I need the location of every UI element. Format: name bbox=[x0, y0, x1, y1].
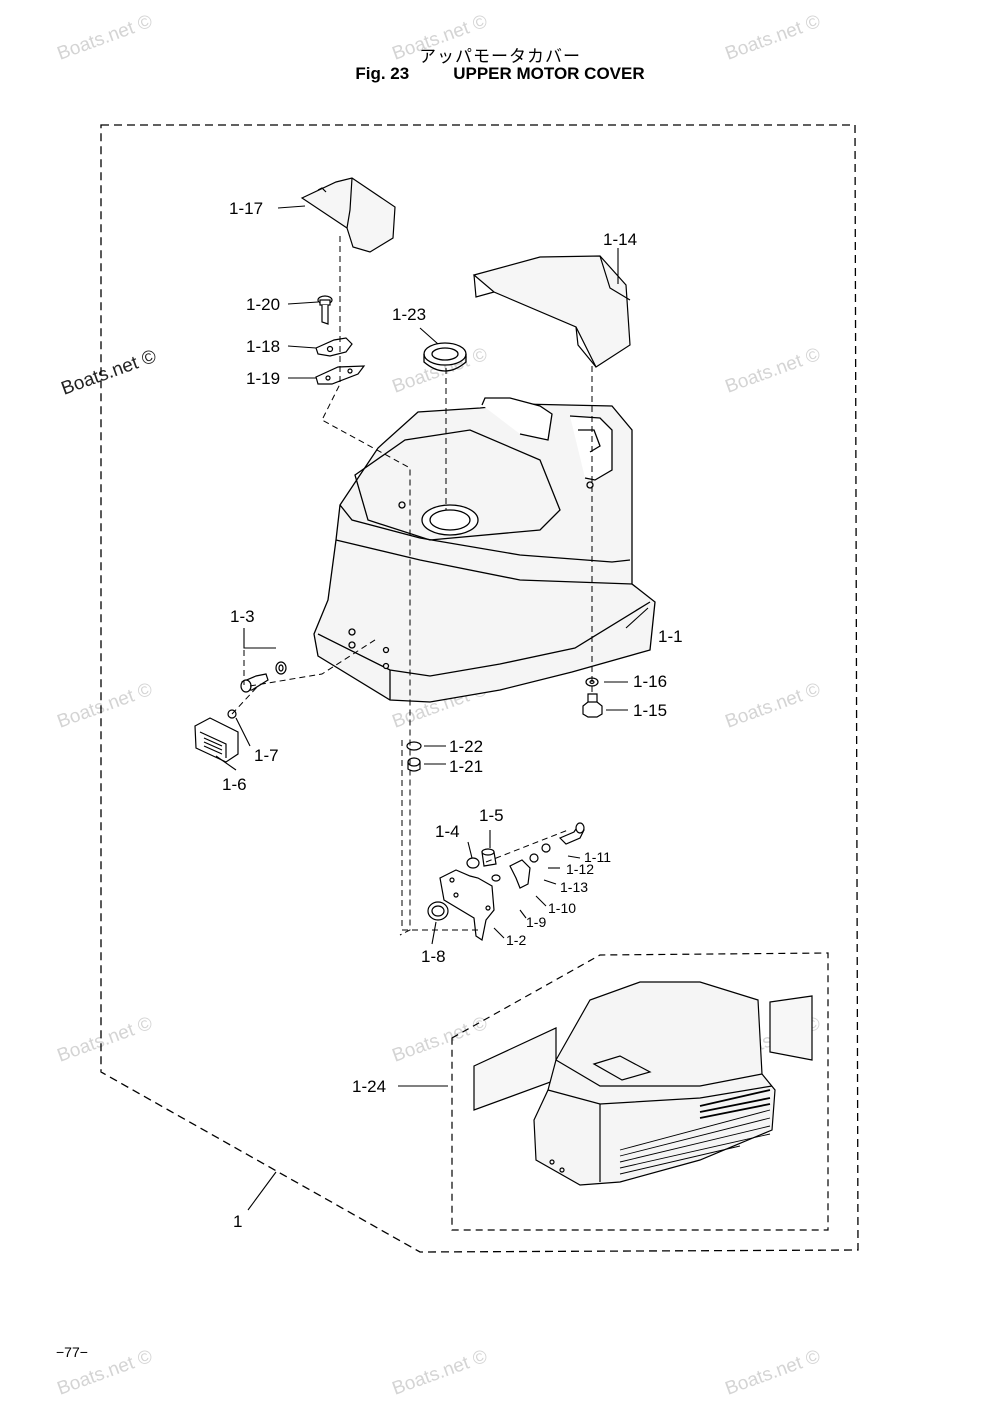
watermark: Boats.net © bbox=[390, 11, 491, 65]
label-1-1: 1-1 bbox=[658, 627, 683, 646]
part-1-11-screw bbox=[558, 822, 585, 845]
watermark: Boats.net © bbox=[723, 11, 824, 65]
label-1-24: 1-24 bbox=[352, 1077, 386, 1096]
watermark: Boats.net © bbox=[55, 11, 156, 65]
part-1-17-cap bbox=[300, 177, 396, 253]
part-labels: 1-17 1-14 1-20 1-23 1-18 1-19 1-3 1-1 1-… bbox=[222, 199, 683, 1231]
label-1-7: 1-7 bbox=[254, 746, 279, 765]
watermark: Boats.net © bbox=[390, 1346, 491, 1400]
watermark: Boats.net © bbox=[723, 1346, 824, 1400]
label-1-18: 1-18 bbox=[246, 337, 280, 356]
label-1-22: 1-22 bbox=[449, 737, 483, 756]
part-1-3-screw bbox=[240, 661, 287, 693]
figure-number: Fig. 23 bbox=[355, 64, 410, 83]
watermarks: Boats.net © Boats.net © Boats.net © Boat… bbox=[55, 11, 824, 1400]
part-1-20-screw bbox=[317, 295, 333, 325]
watermark: Boats.net © bbox=[723, 344, 824, 398]
part-1-6-handle bbox=[194, 717, 239, 763]
figure-title-text: UPPER MOTOR COVER bbox=[453, 64, 645, 83]
part-1-23-grommet bbox=[423, 342, 467, 372]
label-1-16: 1-16 bbox=[633, 672, 667, 691]
label-1-14: 1-14 bbox=[603, 230, 637, 249]
part-1-10-hook bbox=[509, 859, 531, 889]
part-1-4-washer bbox=[466, 857, 480, 869]
part-1-9-washer bbox=[491, 874, 501, 882]
label-1-13: 1-13 bbox=[560, 879, 588, 895]
assembly-lines bbox=[231, 236, 593, 936]
part-1-15-bolt bbox=[582, 693, 603, 718]
part-1-2-latch-plate bbox=[439, 869, 495, 941]
leader-lines bbox=[215, 205, 649, 1211]
part-1-5-collar bbox=[481, 848, 497, 867]
watermark: Boats.net © bbox=[390, 1013, 491, 1067]
part-1-1-main-cover bbox=[313, 397, 656, 703]
label-1-15: 1-15 bbox=[633, 701, 667, 720]
label-1-2: 1-2 bbox=[506, 932, 526, 948]
label-1-12: 1-12 bbox=[566, 861, 594, 877]
part-1-12-1-13-washers bbox=[529, 843, 551, 863]
label-1-8: 1-8 bbox=[421, 947, 446, 966]
label-1: 1 bbox=[233, 1212, 242, 1231]
label-1-20: 1-20 bbox=[246, 295, 280, 314]
part-1-18-clip bbox=[315, 337, 353, 357]
part-1-14-cover bbox=[472, 255, 631, 368]
page-number: −77− bbox=[56, 1344, 88, 1360]
part-1-8-seal bbox=[427, 901, 449, 921]
label-1-21: 1-21 bbox=[449, 757, 483, 776]
label-1-10: 1-10 bbox=[548, 900, 576, 916]
watermark: Boats.net © bbox=[723, 679, 824, 733]
figure-title: Fig. 23 UPPER MOTOR COVER bbox=[0, 64, 1000, 84]
decal-cover-illustration bbox=[533, 981, 776, 1186]
part-1-24-decal-set bbox=[451, 952, 829, 1231]
watermark: Boats.net © bbox=[59, 346, 160, 400]
label-1-19: 1-19 bbox=[246, 369, 280, 388]
assembly-boundary bbox=[100, 124, 859, 1253]
label-1-6: 1-6 bbox=[222, 775, 247, 794]
watermark: Boats.net © bbox=[55, 679, 156, 733]
watermark: Boats.net © bbox=[55, 1013, 156, 1067]
label-1-4: 1-4 bbox=[435, 822, 460, 841]
part-1-19-plate bbox=[315, 365, 366, 385]
label-1-17: 1-17 bbox=[229, 199, 263, 218]
label-1-11: 1-11 bbox=[584, 849, 611, 865]
label-1-5: 1-5 bbox=[479, 806, 504, 825]
label-1-3: 1-3 bbox=[230, 607, 255, 626]
part-1-21-nut bbox=[407, 757, 421, 772]
label-1-23: 1-23 bbox=[392, 305, 426, 324]
label-1-9: 1-9 bbox=[526, 914, 546, 930]
title-japanese: アッパモータカバー bbox=[419, 47, 581, 67]
part-1-22-washer bbox=[406, 741, 422, 751]
